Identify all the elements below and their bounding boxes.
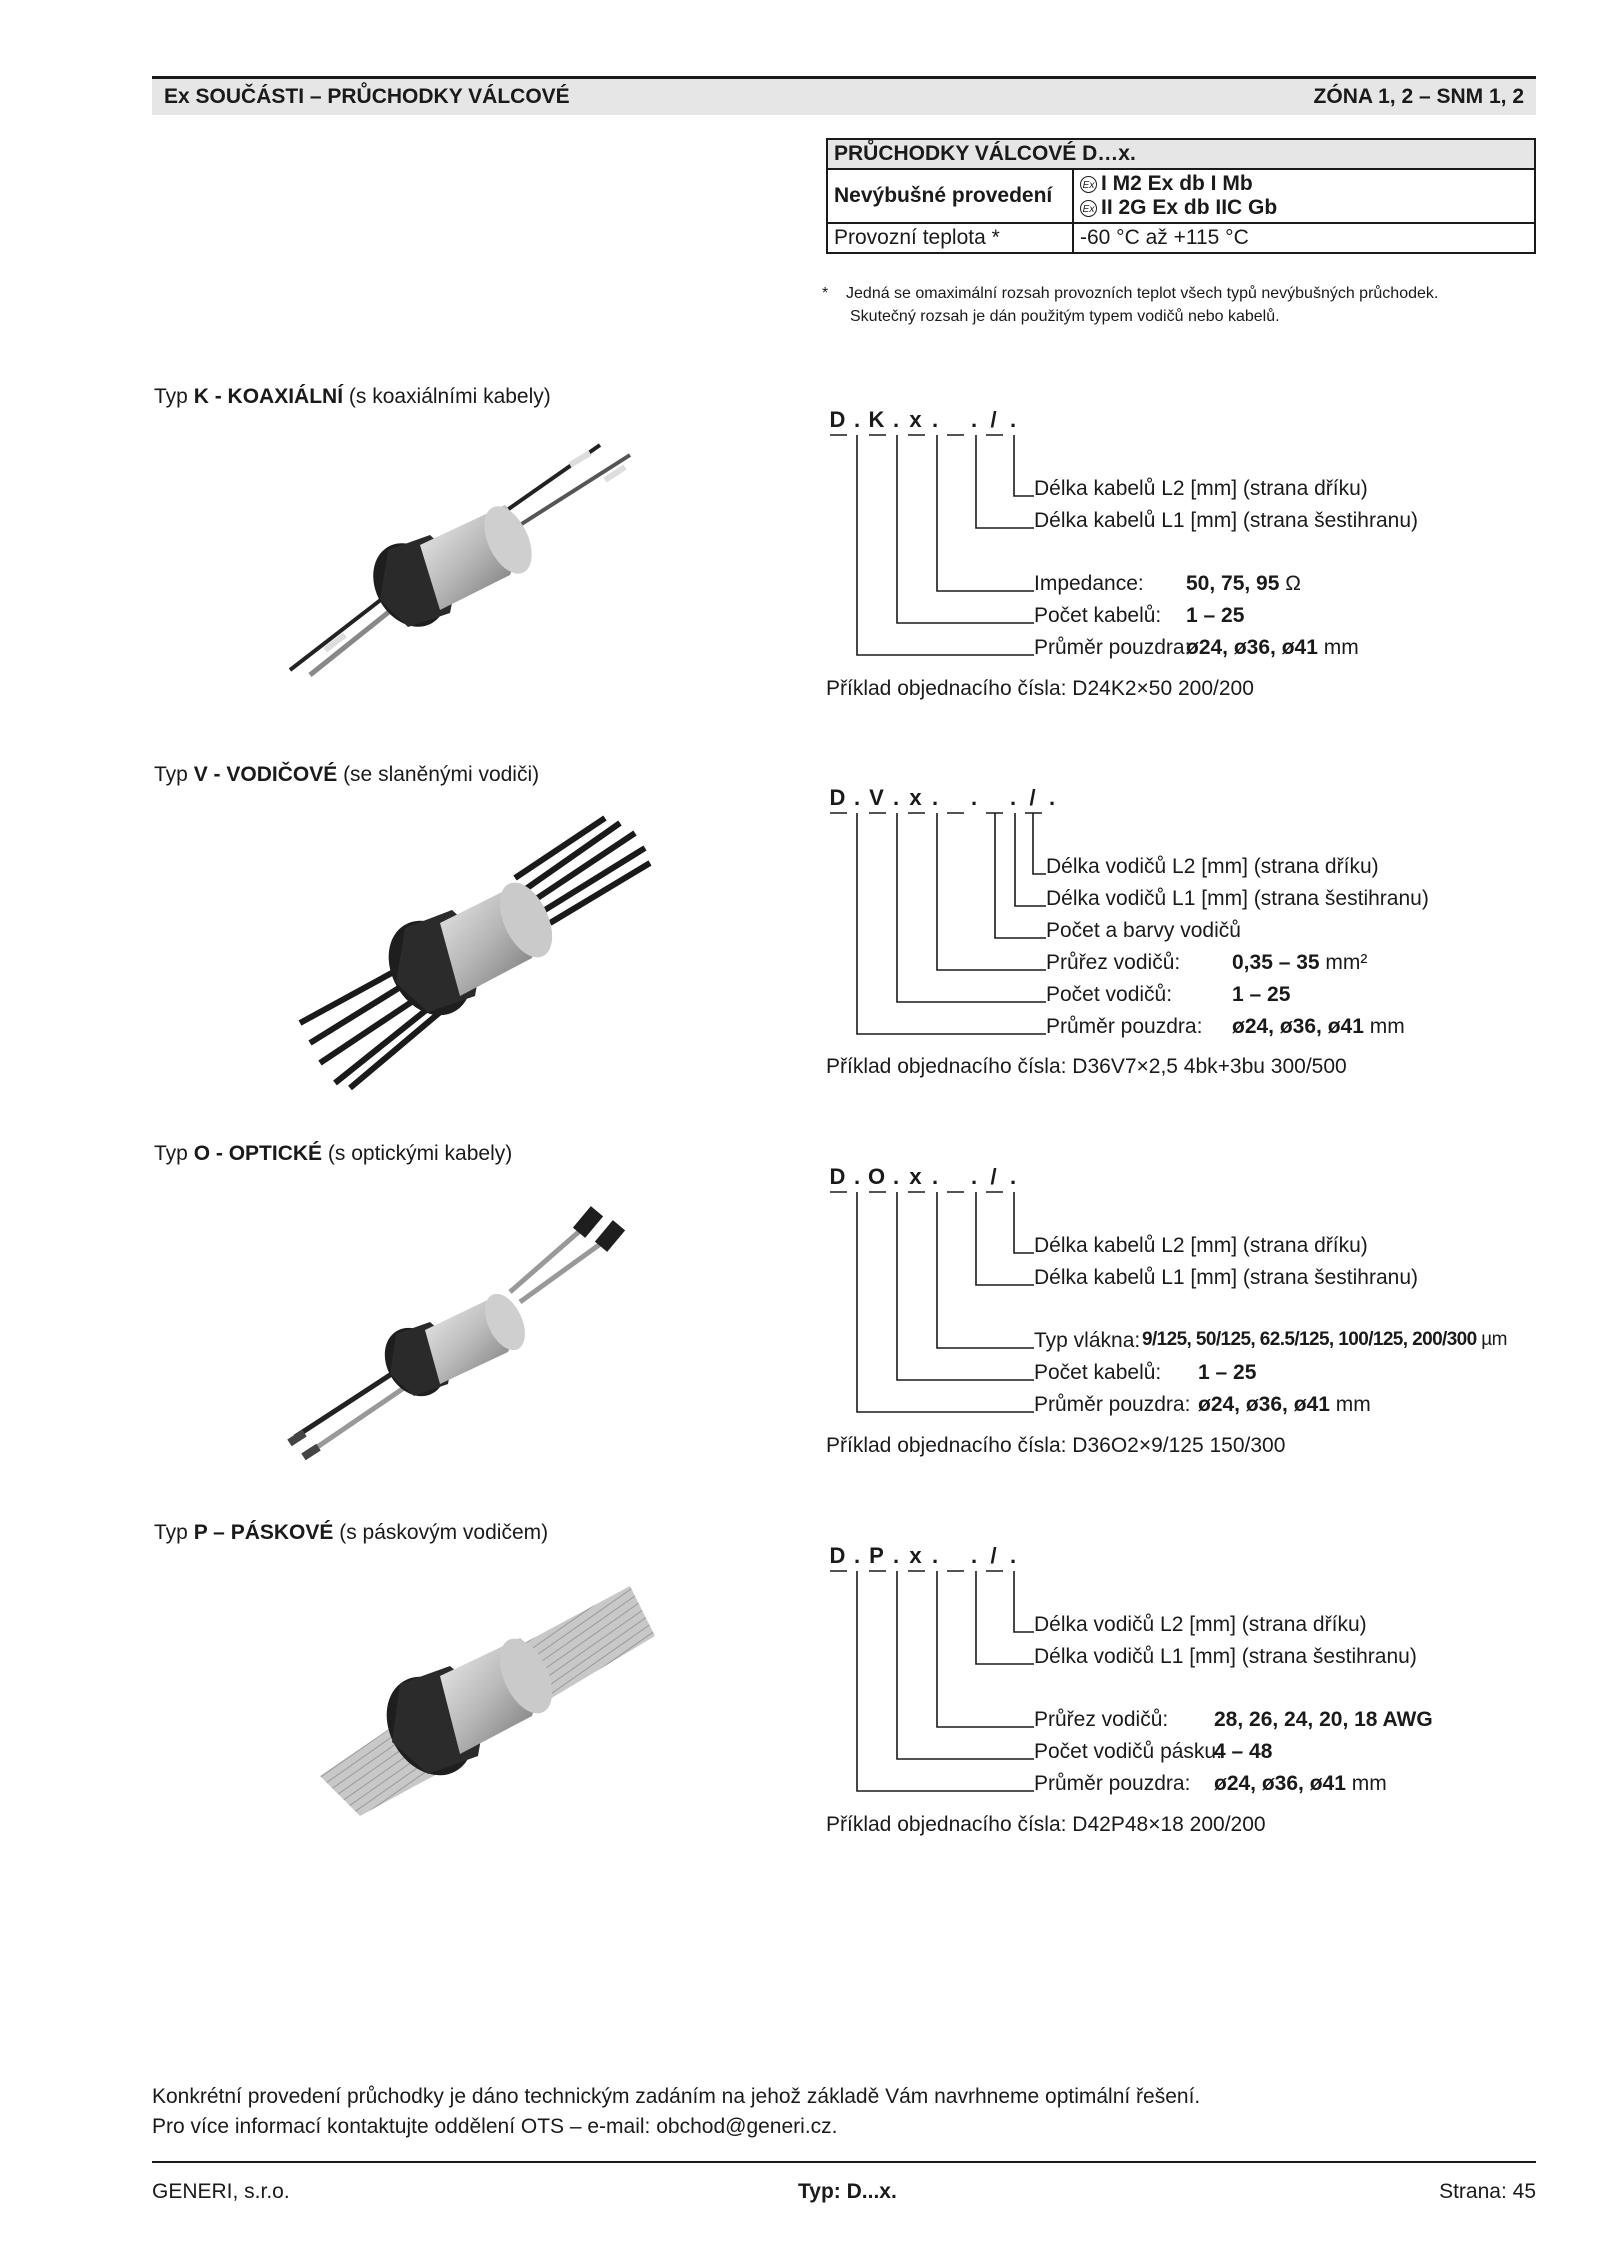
length-l2: Délka kabelů L2 [mm] (strana dříku) (1034, 1234, 1368, 1257)
param-row: Počet vodičů:1 – 25 (1046, 983, 1291, 1006)
param-row: Průřez vodičů:0,35 – 35 mm² (1046, 951, 1368, 974)
type-title: Typ O - OPTICKÉ (s optickými kabely) (154, 1142, 513, 1165)
wire-colors: Počet a barvy vodičů (1046, 919, 1241, 942)
code-leader-lines (830, 1570, 1034, 1792)
order-code: D.P.x../. (829, 1543, 1017, 1568)
footer-company: GENERI, s.r.o. (152, 2180, 290, 2203)
length-l2: Délka kabelů L2 [mm] (strana dříku) (1034, 477, 1368, 500)
type-title: Typ K - KOAXIÁLNÍ (s koaxiálními kabely) (154, 385, 551, 408)
length-l1: Délka vodičů L1 [mm] (strana šestihranu) (1046, 887, 1429, 910)
param-row: Průměr pouzdra:ø24, ø36, ø41 mm (1034, 636, 1359, 659)
param-row: Počet kabelů:1 – 25 (1034, 1361, 1257, 1384)
ribbon-feedthrough-image (320, 1586, 655, 1816)
order-example: Příklad objednacího čísla: D36V7×2,5 4bk… (826, 1055, 1347, 1078)
footer-page: Strana: 45 (1439, 2180, 1536, 2203)
length-l1: Délka kabelů L1 [mm] (strana šestihranu) (1034, 509, 1418, 532)
header-rule (152, 76, 1536, 79)
length-l1: Délka kabelů L1 [mm] (strana šestihranu) (1034, 1266, 1418, 1289)
header-title: Ex SOUČÁSTI – PRŮCHODKY VÁLCOVÉ (164, 85, 570, 108)
length-l2: Délka vodičů L2 [mm] (strana dříku) (1046, 855, 1379, 878)
code-leader-lines (830, 434, 1034, 656)
type-title: Typ P – PÁSKOVÉ (s páskovým vodičem) (154, 1521, 549, 1544)
param-row: Impedance:50, 75, 95 Ω (1034, 572, 1301, 595)
param-row: Průměr pouzdra:ø24, ø36, ø41 mm (1046, 1015, 1405, 1038)
footer-rule (152, 2161, 1536, 2163)
order-code: D.K.x../. (829, 407, 1017, 432)
spec-table-title: PRŮCHODKY VÁLCOVÉ D…x. (826, 138, 1536, 170)
code-leader-lines (830, 812, 1046, 1035)
param-row: Průměr pouzdra:ø24, ø36, ø41 mm (1034, 1772, 1387, 1795)
ex-mark-icon: Ex (1080, 175, 1097, 193)
type-title: Typ V - VODIČOVÉ (se slaněnými vodiči) (154, 763, 540, 786)
footer-type: Typ: D...x. (798, 2180, 897, 2203)
spec-label-protection: Nevýbušné provedení (826, 168, 1074, 224)
length-l1: Délka vodičů L1 [mm] (strana šestihranu) (1034, 1645, 1417, 1668)
wire-feedthrough-image (298, 815, 652, 1091)
spec-label-temperature: Provozní teplota * (826, 222, 1074, 254)
order-code: D.V.x.../. (829, 785, 1056, 810)
param-row: Průřez vodičů:28, 26, 24, 20, 18 AWG (1034, 1708, 1433, 1731)
order-code: D.O.x../. (829, 1164, 1017, 1189)
length-l2: Délka vodičů L2 [mm] (strana dříku) (1034, 1613, 1367, 1636)
order-example: Příklad objednacího čísla: D42P48×18 200… (826, 1813, 1266, 1836)
spec-table: PRŮCHODKY VÁLCOVÉ D…x. Nevýbušné provede… (826, 138, 1536, 254)
ex-mark-icon: Ex (1080, 199, 1097, 217)
spec-value-temperature: -60 °C až +115 °C (1072, 222, 1536, 254)
header-zone: ZÓNA 1, 2 – SNM 1, 2 (1313, 85, 1524, 108)
code-leader-lines (830, 1191, 1034, 1413)
spec-footnote: * Jedná se omaximální rozsah provozních … (822, 285, 1439, 325)
optical-feedthrough-image (287, 1206, 626, 1461)
param-row: Počet vodičů pásku:4 – 48 (1034, 1740, 1273, 1763)
footer-note: Konkrétní provedení průchodky je dáno te… (152, 2085, 1201, 2138)
param-row: Průměr pouzdra:ø24, ø36, ø41 mm (1034, 1393, 1371, 1416)
coaxial-feedthrough-image (288, 443, 632, 677)
header-bar: Ex SOUČÁSTI – PRŮCHODKY VÁLCOVÉ ZÓNA 1, … (152, 79, 1536, 115)
param-row: Typ vlákna:9/125, 50/125, 62.5/125, 100/… (1034, 1329, 1507, 1352)
order-example: Příklad objednacího čísla: D36O2×9/125 1… (826, 1434, 1286, 1457)
order-example: Příklad objednacího čísla: D24K2×50 200/… (826, 677, 1254, 700)
param-row: Počet kabelů:1 – 25 (1034, 604, 1245, 627)
